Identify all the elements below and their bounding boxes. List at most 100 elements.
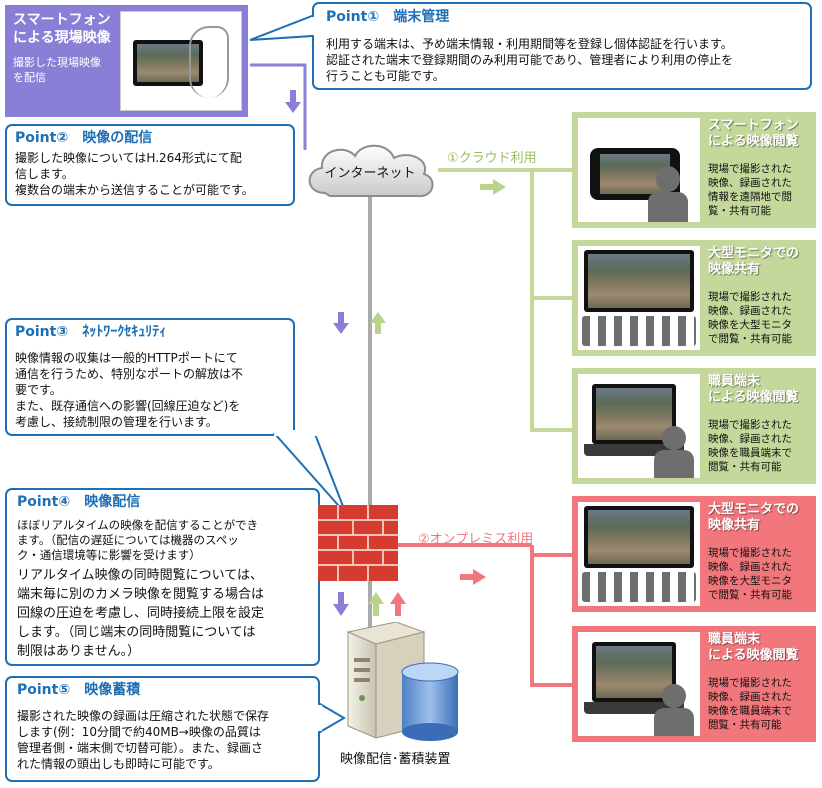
point2-callout: Point② 映像の配信 撮影した映像についてはH.264形式にて配 信します。… (5, 124, 295, 206)
panel-title-line2: による映像閲覧 (708, 648, 799, 663)
point3-line2: 通信を行うため、特別なポートの解放は不 (15, 367, 244, 381)
point5-text: 撮影された映像の録画は圧縮された状態で保存 します(例：10分間で約40MB→映… (17, 708, 269, 772)
panel-desc-line4: で閲覧・共有可能 (708, 589, 792, 601)
point2-text: 撮影した映像についてはH.264形式にて配 信します。 複数台の端末から送信する… (15, 150, 254, 198)
panel-title-line2: による映像閲覧 (708, 134, 799, 149)
panel-large-monitor-sharing-onprem: 大型モニタでの 映像共有 現場で撮影された 映像、録画された 映像を大型モニタ … (572, 496, 816, 612)
panel-desc-line2: 映像、録画された (708, 305, 792, 317)
point3-line3: 要です。 (15, 383, 62, 397)
panel-staff-terminal-viewing-onprem: 職員端末 による映像閲覧 現場で撮影された 映像、録画された 映像を職員端末で … (572, 626, 816, 742)
panel-title-line1: 大型モニタでの (708, 502, 800, 517)
point2-line2: 信します。 (15, 167, 74, 181)
panel-desc-line1: 現場で撮影された (708, 419, 792, 431)
panel-desc: 現場で撮影された 映像、録画された 映像を大型モニタ で閲覧・共有可能 (708, 546, 792, 602)
point4-line2: ます。（配信の遅延については機器のスペッ (17, 533, 239, 547)
point5-callout: Point⑤ 映像蓄積 撮影された映像の録画は圧縮された状態で保存 します(例：… (5, 676, 320, 782)
point4-text-large: リアルタイム映像の同時閲覧については、 端末毎に別のカメラ映像を閲覧する場合は … (17, 566, 264, 661)
panel-desc: 現場で撮影された 映像、録画された 映像を職員端末で 閲覧・共有可能 (708, 418, 792, 474)
panel-image (578, 374, 700, 478)
onprem-use-label: ②オンプレミス利用 (418, 532, 534, 547)
panel-image (578, 246, 700, 350)
panel-desc-line4: 閲覧・共有可能 (708, 461, 782, 473)
point3-line1: 映像情報の収集は一般的HTTPポートにて (15, 351, 238, 365)
panel-desc-line3: 映像を大型モニタ (708, 575, 792, 587)
point5-line1: 撮影された映像の録画は圧縮された状態で保存 (17, 709, 270, 723)
arrow-up-red-lower-icon (390, 592, 406, 616)
panel-desc-line4: 覧・共有可能 (708, 205, 771, 217)
internet-label: インターネット (324, 166, 416, 181)
point3-title: Point③ ﾈｯﾄﾜｰｸｾｷｭﾘﾃｨ (15, 324, 167, 340)
point5-line4: れた情報の頭出しも即時に可能です。 (17, 757, 220, 771)
panel-title: 職員端末 による映像閲覧 (708, 632, 799, 664)
point4-line1: ほぼリアルタイムの映像を配信することができ (17, 518, 259, 532)
panel-title-line1: 職員端末 (708, 374, 761, 389)
point2-line3: 複数台の端末から送信することが可能です。 (15, 183, 254, 197)
panel-staff-terminal-viewing: 職員端末 による映像閲覧 現場で撮影された 映像、録画された 映像を職員端末で … (572, 368, 816, 484)
panel-desc-line3: 映像を大型モニタ (708, 319, 792, 331)
point5-line3: 管理者側・端末側で切替可能）。また、録画さ (17, 741, 264, 755)
point1-line3: 行うことも可能です。 (326, 69, 445, 83)
point1-line1: 利用する端末は、予め端末情報・利用期間等を登録し個体認証を行います。 (326, 37, 733, 51)
point1-callout: Point① 端末管理 利用する端末は、予め端末情報・利用期間等を登録し個体認証… (312, 2, 812, 90)
panel-title-line1: スマートフォン (708, 118, 799, 133)
panel-title: 職員端末 による映像閲覧 (708, 374, 799, 406)
point1-text: 利用する端末は、予め端末情報・利用期間等を登録し個体認証を行います。 認証された… (326, 36, 733, 84)
point3-callout: Point③ ﾈｯﾄﾜｰｸｾｷｭﾘﾃｨ 映像情報の収集は一般的HTTPポートにて… (5, 318, 295, 436)
panel-desc-line1: 現場で撮影された (708, 547, 792, 559)
point1-pointer (249, 14, 316, 41)
arrow-down-icon (285, 90, 301, 113)
source-photo-frame (120, 11, 242, 111)
point4-line5: 端末毎に別のカメラ映像を閲覧する場合は (17, 587, 265, 602)
point4-text-small: ほぼリアルタイムの映像を配信することができ ます。（配信の遅延については機器のス… (17, 518, 258, 563)
panel-image (578, 118, 700, 222)
point4-line8: 制限はありません。） (17, 644, 141, 659)
point1-title: Point① 端末管理 (326, 9, 450, 25)
hand-holding-phone-icon (129, 26, 235, 100)
panel-title: 大型モニタでの 映像共有 (708, 246, 799, 278)
source-desc: 撮影した現場映像 を配信 (13, 55, 101, 85)
arrow-down-purple-icon (333, 312, 349, 334)
source-desc-line1: 撮影した現場映像 (13, 56, 101, 69)
firewall-icon (318, 505, 398, 581)
panel-desc-line2: 映像、録画された (708, 177, 792, 189)
panel-desc-line3: 映像を職員端末で (708, 447, 792, 459)
panel-desc-line1: 現場で撮影された (708, 163, 792, 175)
server-icon (346, 622, 426, 739)
point5-pointer (316, 702, 346, 734)
storage-icon (401, 662, 459, 741)
point4-title: Point④ 映像配信 (17, 494, 141, 510)
panel-smartphone-viewing: スマートフォン による映像閲覧 現場で撮影された 映像、録画された 情報を遠隔地… (572, 112, 816, 228)
arrow-right-red-icon (460, 569, 486, 585)
panel-title-line2: 映像共有 (708, 518, 761, 533)
point1-line2: 認証された端末で登録期間のみ利用可能であり、管理者により利用の停止を (326, 53, 734, 67)
panel-title-line1: 職員端末 (708, 632, 761, 647)
point3-text: 映像情報の収集は一般的HTTPポートにて 通信を行うため、特別なポートの解放は不… (15, 350, 243, 430)
panel-desc: 現場で撮影された 映像、録画された 情報を遠隔地で閲 覧・共有可能 (708, 162, 792, 218)
cloud-branch (530, 170, 572, 432)
point3-line4: また、既存通信への影響(回線圧迫など)を (15, 399, 241, 413)
panel-title-line1: 大型モニタでの (708, 246, 800, 261)
panel-desc-line2: 映像、録画された (708, 433, 792, 445)
panel-desc-line3: 映像を職員端末で (708, 705, 792, 717)
panel-title-line2: による映像閲覧 (708, 390, 799, 405)
point3-line5: 考慮し、接続制限の管理を行います。 (15, 415, 218, 429)
arrow-down-purple-lower-icon (333, 592, 349, 616)
audience-icon (582, 572, 696, 602)
onprem-branch (530, 545, 572, 687)
source-box: スマートフォン による現場映像 撮影した現場映像 を配信 (5, 5, 248, 117)
viewer-icon (656, 166, 680, 192)
panel-desc-line1: 現場で撮影された (708, 291, 792, 303)
panel-desc: 現場で撮影された 映像、録画された 映像を職員端末で 閲覧・共有可能 (708, 676, 792, 732)
point4-line7: します。（同じ端末の同時閲覧については (17, 625, 256, 640)
source-desc-line2: を配信 (13, 71, 46, 84)
panel-desc: 現場で撮影された 映像、録画された 映像を大型モニタ で閲覧・共有可能 (708, 290, 792, 346)
cloud-icon (308, 144, 434, 198)
panel-title: スマートフォン による映像閲覧 (708, 118, 799, 150)
source-title-line1: スマートフォン (13, 12, 111, 28)
panel-desc-line4: 閲覧・共有可能 (708, 719, 782, 731)
point2-title: Point② 映像の配信 (15, 130, 153, 146)
panel-desc-line4: で閲覧・共有可能 (708, 333, 792, 345)
point4-line6: 回線の圧迫を考慮し、同時接続上限を設定 (17, 606, 265, 621)
point4-line3: ク・通信環境等に影響を受けます） (17, 548, 201, 562)
viewer-icon (662, 426, 686, 450)
